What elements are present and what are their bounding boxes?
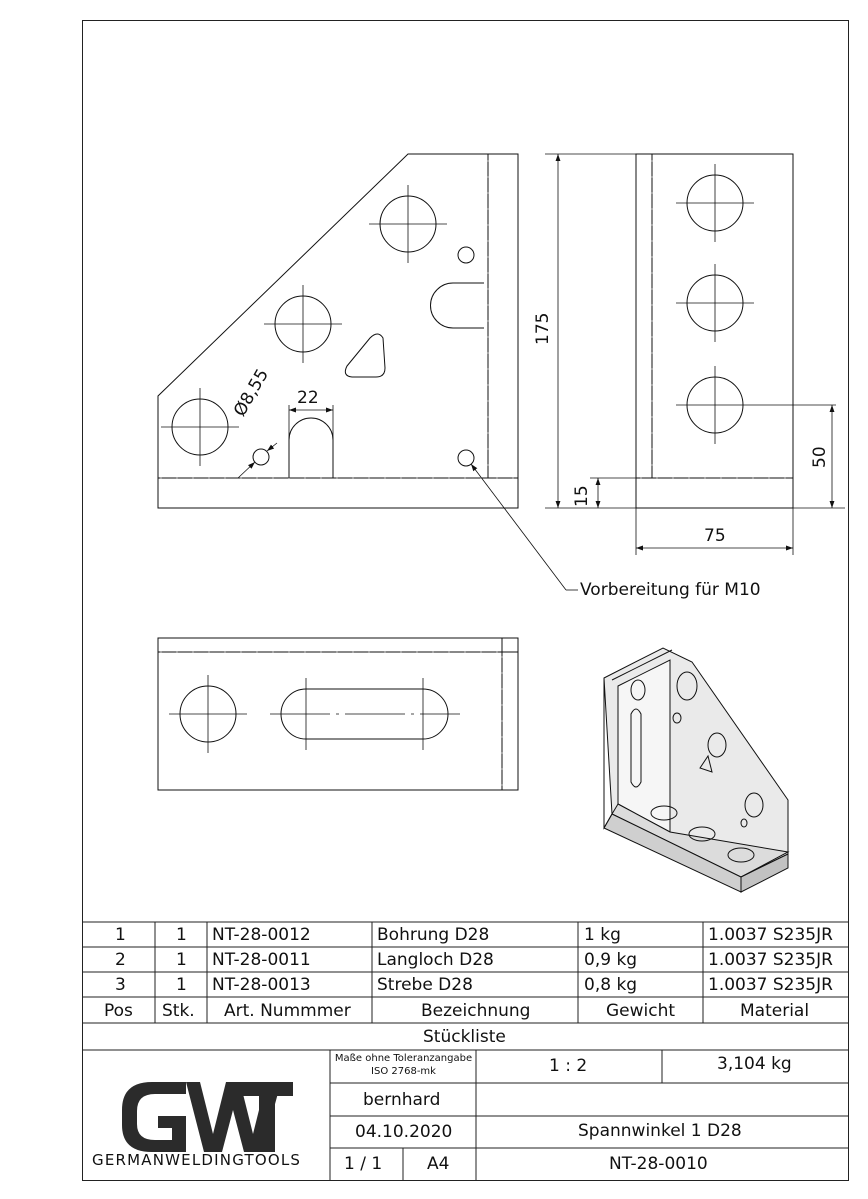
date: 04.10.2020	[355, 1122, 453, 1142]
drawing-title: Spannwinkel 1 D28	[578, 1121, 742, 1141]
bom-header-art: Art. Nummmer	[224, 1001, 351, 1021]
tolerance-line-2: ISO 2768-mk	[371, 1066, 436, 1077]
bom-header-desc: Bezeichnung	[421, 1001, 531, 1021]
bom-pos: 2	[115, 950, 126, 970]
isometric-view	[603, 647, 790, 893]
top-view	[157, 637, 519, 791]
bom-header-pos: Pos	[104, 1001, 133, 1021]
drawing-number: NT-28-0010	[609, 1154, 708, 1174]
front-view	[157, 153, 519, 509]
bom-art: NT-28-0011	[212, 950, 311, 970]
author: bernhard	[363, 1090, 441, 1110]
bom-qty: 1	[176, 925, 187, 945]
title-block-grid	[329, 1050, 848, 1180]
bom-grid	[82, 921, 848, 1051]
company-name: GERMANWELDINGTOOLS	[92, 1151, 302, 1169]
bom-desc: Langloch D28	[377, 950, 494, 970]
sheet-border	[82, 20, 849, 1181]
dim-15: 15	[572, 485, 592, 507]
bom-title: Stückliste	[423, 1027, 506, 1047]
tolerance-line-1: Maße ohne Toleranzangabe	[334, 1053, 473, 1064]
bom-art: NT-28-0013	[212, 975, 311, 995]
note-m10: Vorbereitung für M10	[580, 580, 761, 600]
bom-pos: 3	[115, 975, 126, 995]
dim-22: 22	[297, 388, 319, 408]
bom-header-qty: Stk.	[162, 1001, 195, 1021]
gwt-logo	[122, 1082, 293, 1152]
bom-material: 1.0037 S235JR	[708, 925, 833, 945]
dim-175: 175	[533, 312, 553, 345]
bom-header-weight: Gewicht	[606, 1001, 676, 1021]
bom-qty: 1	[176, 950, 187, 970]
bom-weight: 0,8 kg	[584, 975, 638, 995]
dim-75: 75	[704, 526, 726, 546]
bom-material: 1.0037 S235JR	[708, 950, 833, 970]
bom-art: NT-28-0012	[212, 925, 311, 945]
scale: 1 : 2	[549, 1056, 588, 1076]
bom-material: 1.0037 S235JR	[708, 975, 833, 995]
side-view	[635, 153, 836, 509]
bom-pos: 1	[115, 925, 126, 945]
sheet-number: 1 / 1	[344, 1154, 383, 1174]
bom-header-material: Material	[740, 1001, 810, 1021]
bom-weight: 0,9 kg	[584, 950, 638, 970]
bom-desc: Strebe D28	[377, 975, 473, 995]
bom-qty: 1	[176, 975, 187, 995]
paper-format: A4	[427, 1154, 450, 1174]
dim-50: 50	[810, 446, 830, 468]
bom-desc: Bohrung D28	[377, 925, 490, 945]
total-weight: 3,104 kg	[717, 1054, 792, 1074]
bom-weight: 1 kg	[584, 925, 621, 945]
